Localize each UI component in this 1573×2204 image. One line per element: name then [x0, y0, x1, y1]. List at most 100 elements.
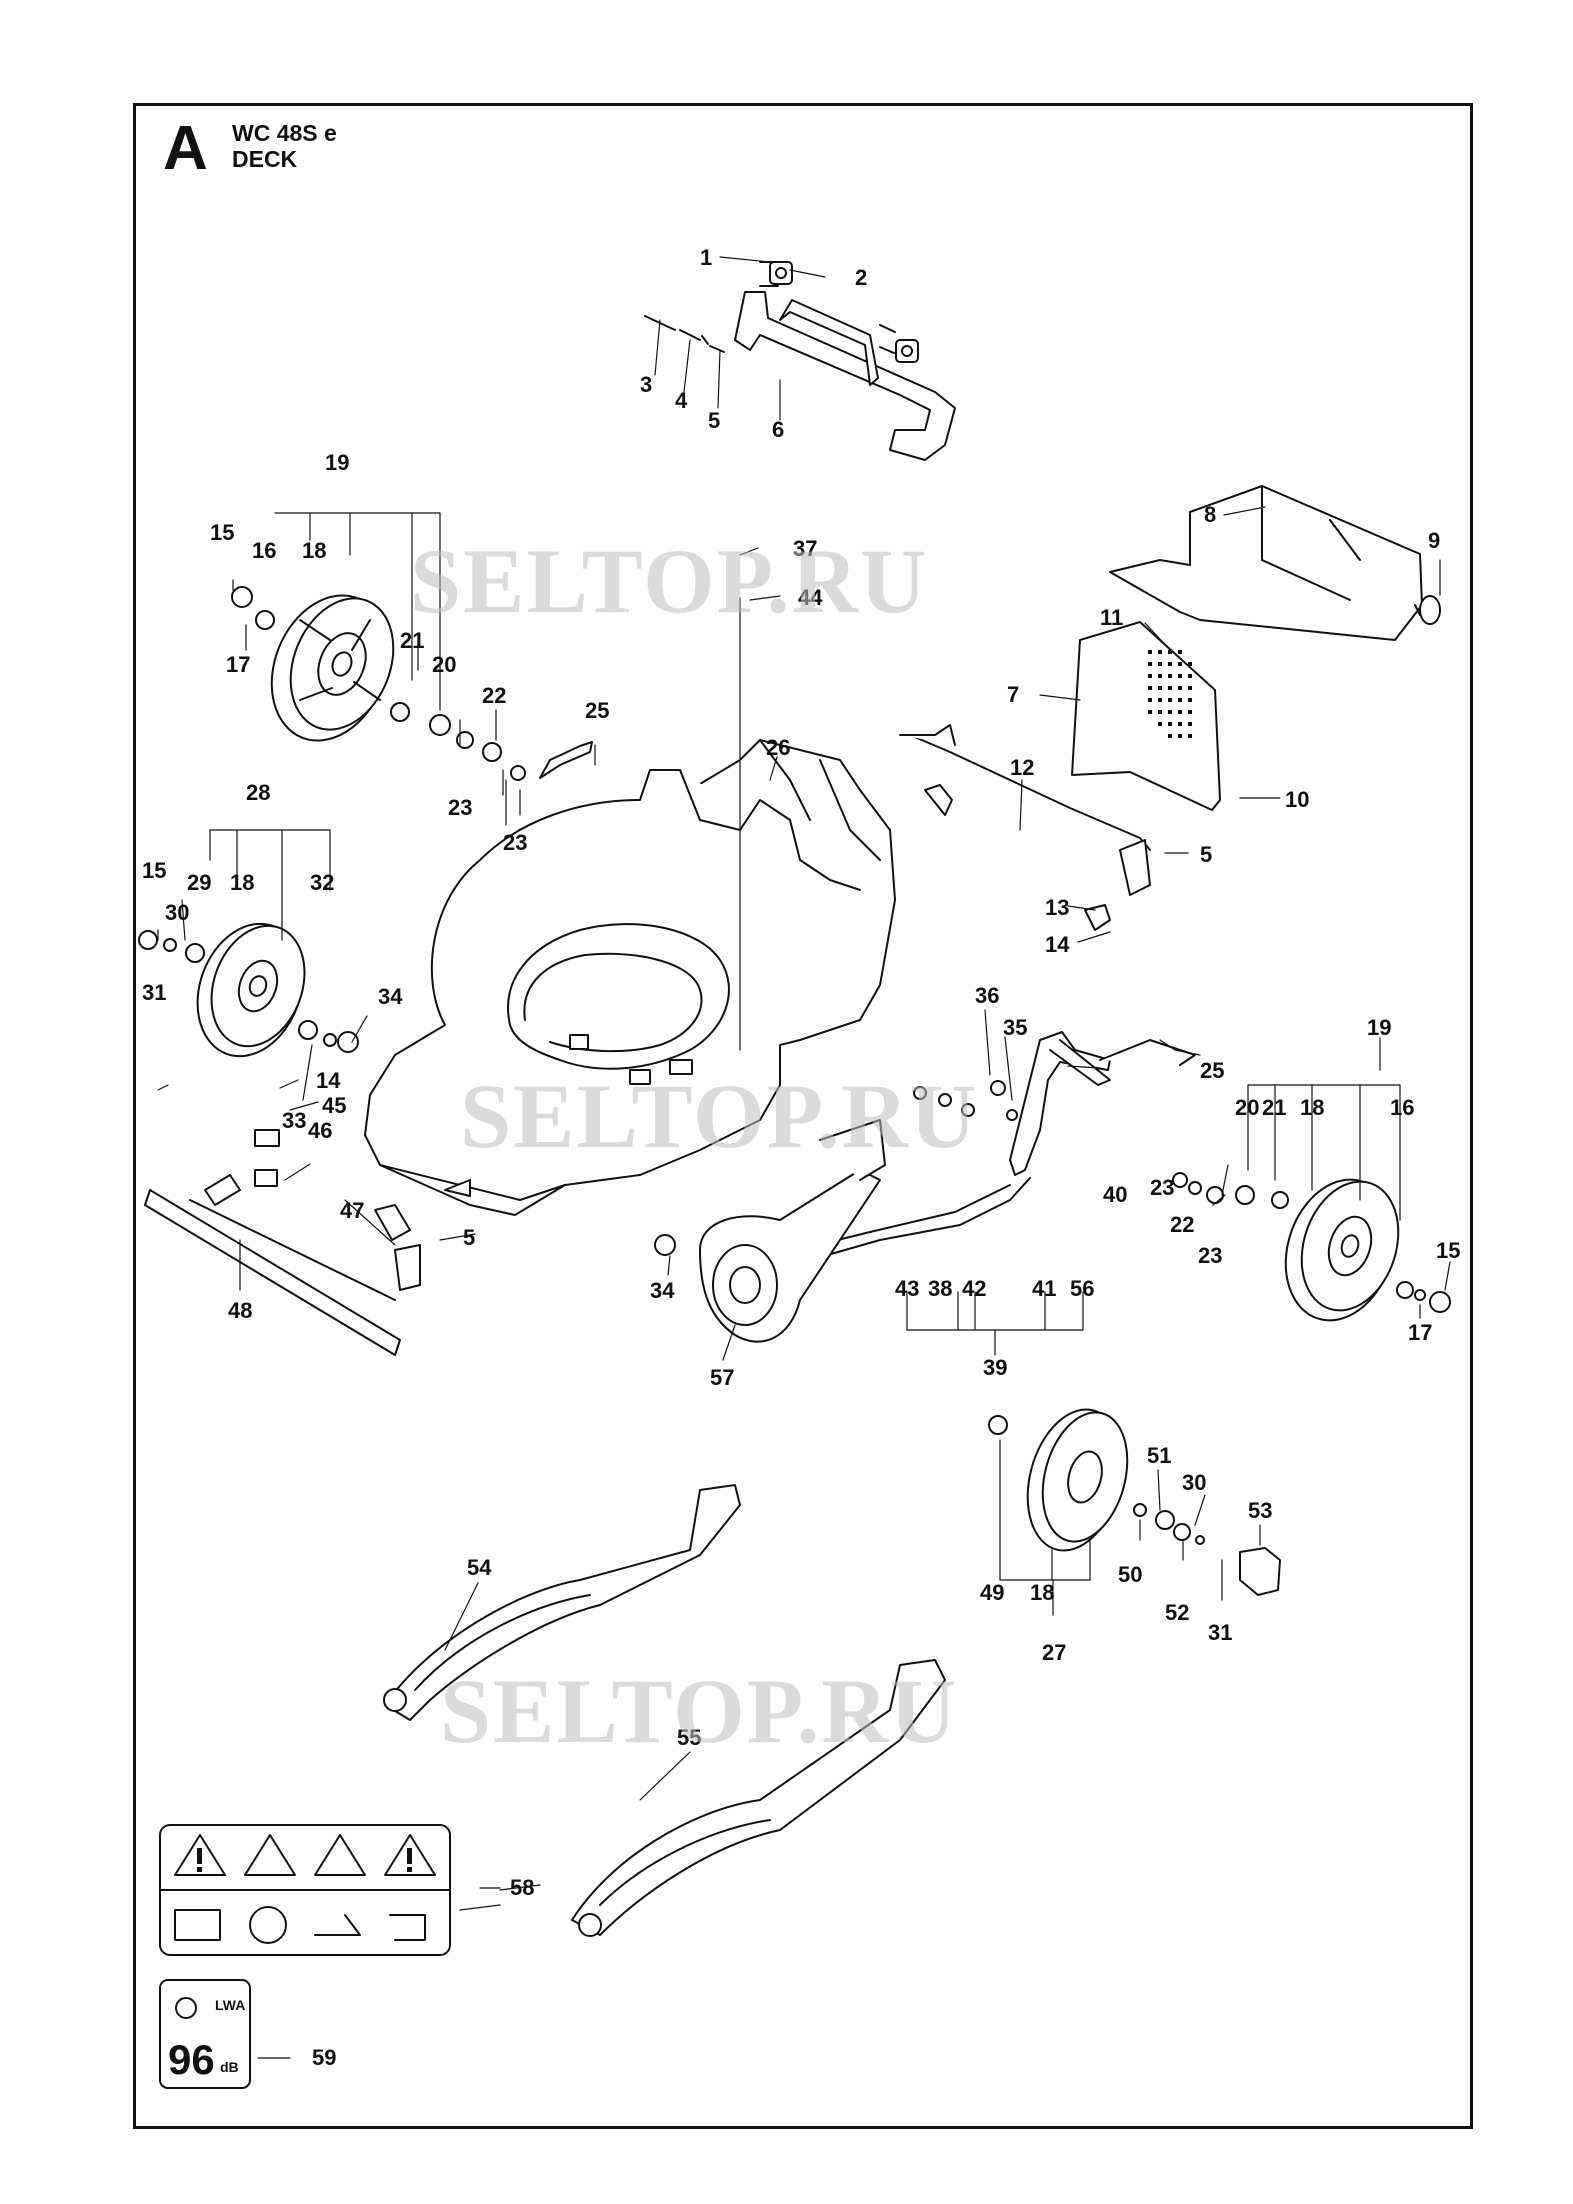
watermark: SELTOP.RU — [410, 530, 929, 632]
callout-19b: 19 — [1367, 1015, 1391, 1040]
callout-17a: 17 — [226, 652, 250, 677]
callout-5c: 5 — [463, 1225, 475, 1250]
diagram-frame — [133, 103, 1473, 2129]
callout-31b: 31 — [1208, 1620, 1232, 1645]
model-name: WC 48S e — [232, 120, 337, 146]
assembly-name: DECK — [232, 145, 298, 172]
callout-53: 53 — [1248, 1498, 1272, 1523]
callout-59: 59 — [312, 2045, 336, 2070]
callout-22a: 22 — [482, 683, 506, 708]
axle-rod — [899, 724, 1151, 931]
front-wheel-left — [138, 922, 676, 1256]
callout-48: 48 — [228, 1298, 252, 1323]
callout-11: 11 — [1100, 605, 1123, 630]
callout-5b: 5 — [1200, 842, 1212, 867]
callout-2: 2 — [855, 265, 867, 290]
callout-43: 43 — [895, 1276, 919, 1301]
callout-23a: 23 — [448, 795, 472, 820]
callout-15a: 15 — [210, 520, 234, 545]
watermark: SELTOP.RU — [440, 1660, 959, 1762]
callout-44: 44 — [798, 585, 823, 610]
callout-13: 13 — [1045, 895, 1069, 920]
callout-18a: 18 — [302, 538, 326, 563]
callout-38: 38 — [928, 1276, 952, 1301]
callout-20b: 20 — [1235, 1095, 1259, 1120]
callout-8: 8 — [1204, 502, 1216, 527]
callout-56: 56 — [1070, 1276, 1094, 1301]
callout-19a: 19 — [325, 450, 349, 475]
callout-42: 42 — [962, 1276, 986, 1301]
callouts: 1 2 3 4 5 6 19 15 16 18 17 21 20 22 23 2… — [142, 245, 1460, 2070]
callout-26: 26 — [766, 735, 790, 760]
callout-45: 45 — [322, 1093, 346, 1118]
height-adjust-lever — [804, 1031, 1196, 1261]
callout-35: 35 — [1003, 1015, 1027, 1040]
watermark: SELTOP.RU — [460, 1065, 979, 1167]
callout-20a: 20 — [432, 652, 456, 677]
leader-lines — [157, 256, 1451, 2059]
callout-14b: 14 — [316, 1068, 341, 1093]
callout-18d: 18 — [1030, 1580, 1054, 1605]
decal-marks — [197, 1848, 412, 1872]
skids — [383, 1484, 946, 1937]
callout-29: 29 — [187, 870, 211, 895]
callout-15c: 15 — [1436, 1238, 1460, 1263]
callout-33: 33 — [282, 1108, 306, 1133]
callout-34b: 34 — [650, 1278, 675, 1303]
callout-18c: 18 — [1300, 1095, 1324, 1120]
callout-16b: 16 — [1390, 1095, 1414, 1120]
rear-wheel-right — [1172, 1172, 1451, 1322]
callout-57: 57 — [710, 1365, 734, 1390]
callout-25a: 25 — [585, 698, 609, 723]
callout-21b: 21 — [1262, 1095, 1286, 1120]
callout-31a: 31 — [142, 980, 166, 1005]
callout-32: 32 — [310, 870, 334, 895]
safety-decal — [159, 1824, 451, 1956]
section-letter: A — [163, 114, 208, 183]
callout-9: 9 — [1428, 528, 1440, 553]
front-wheel-right — [988, 1408, 1281, 1596]
model-title: WC 48S e DECK — [232, 120, 337, 173]
callout-5a: 5 — [708, 408, 720, 433]
callout-34a: 34 — [378, 984, 403, 1009]
callout-7: 7 — [1007, 682, 1019, 707]
noise-unit-top: LWA — [215, 1997, 245, 2013]
handle-bracket — [644, 261, 956, 461]
callout-30a: 30 — [165, 900, 189, 925]
callout-23d: 23 — [1198, 1243, 1222, 1268]
callout-36: 36 — [975, 983, 999, 1008]
callout-23b: 23 — [503, 830, 527, 855]
callout-50: 50 — [1118, 1562, 1142, 1587]
callout-15b: 15 — [142, 858, 166, 883]
callout-4: 4 — [675, 388, 688, 413]
callout-51: 51 — [1147, 1443, 1171, 1468]
callout-30b: 30 — [1182, 1470, 1206, 1495]
front-axle — [144, 1129, 421, 1356]
callout-18b: 18 — [230, 870, 254, 895]
noise-decal — [159, 1979, 251, 2089]
callout-6: 6 — [772, 417, 784, 442]
callout-28: 28 — [246, 780, 270, 805]
callout-22b: 22 — [1170, 1212, 1194, 1237]
callout-39: 39 — [983, 1355, 1007, 1380]
callout-10: 10 — [1285, 787, 1309, 812]
callout-21a: 21 — [400, 628, 424, 653]
rear-wheel-left-top — [231, 586, 593, 781]
callout-58: 58 — [510, 1875, 534, 1900]
callout-41: 41 — [1032, 1276, 1056, 1301]
callout-3: 3 — [640, 372, 652, 397]
callout-47: 47 — [340, 1198, 364, 1223]
callout-46: 46 — [308, 1118, 332, 1143]
callout-55: 55 — [677, 1725, 701, 1750]
noise-unit-bottom: dB — [220, 2059, 239, 2075]
callout-23c: 23 — [1150, 1175, 1174, 1200]
callout-12: 12 — [1010, 755, 1034, 780]
callout-52: 52 — [1165, 1600, 1189, 1625]
callout-27: 27 — [1042, 1640, 1066, 1665]
noise-value: 96 — [168, 2036, 215, 2083]
callout-40: 40 — [1103, 1182, 1127, 1207]
callout-14a: 14 — [1045, 932, 1070, 957]
callout-25b: 25 — [1200, 1058, 1224, 1083]
callout-1: 1 — [700, 245, 712, 270]
